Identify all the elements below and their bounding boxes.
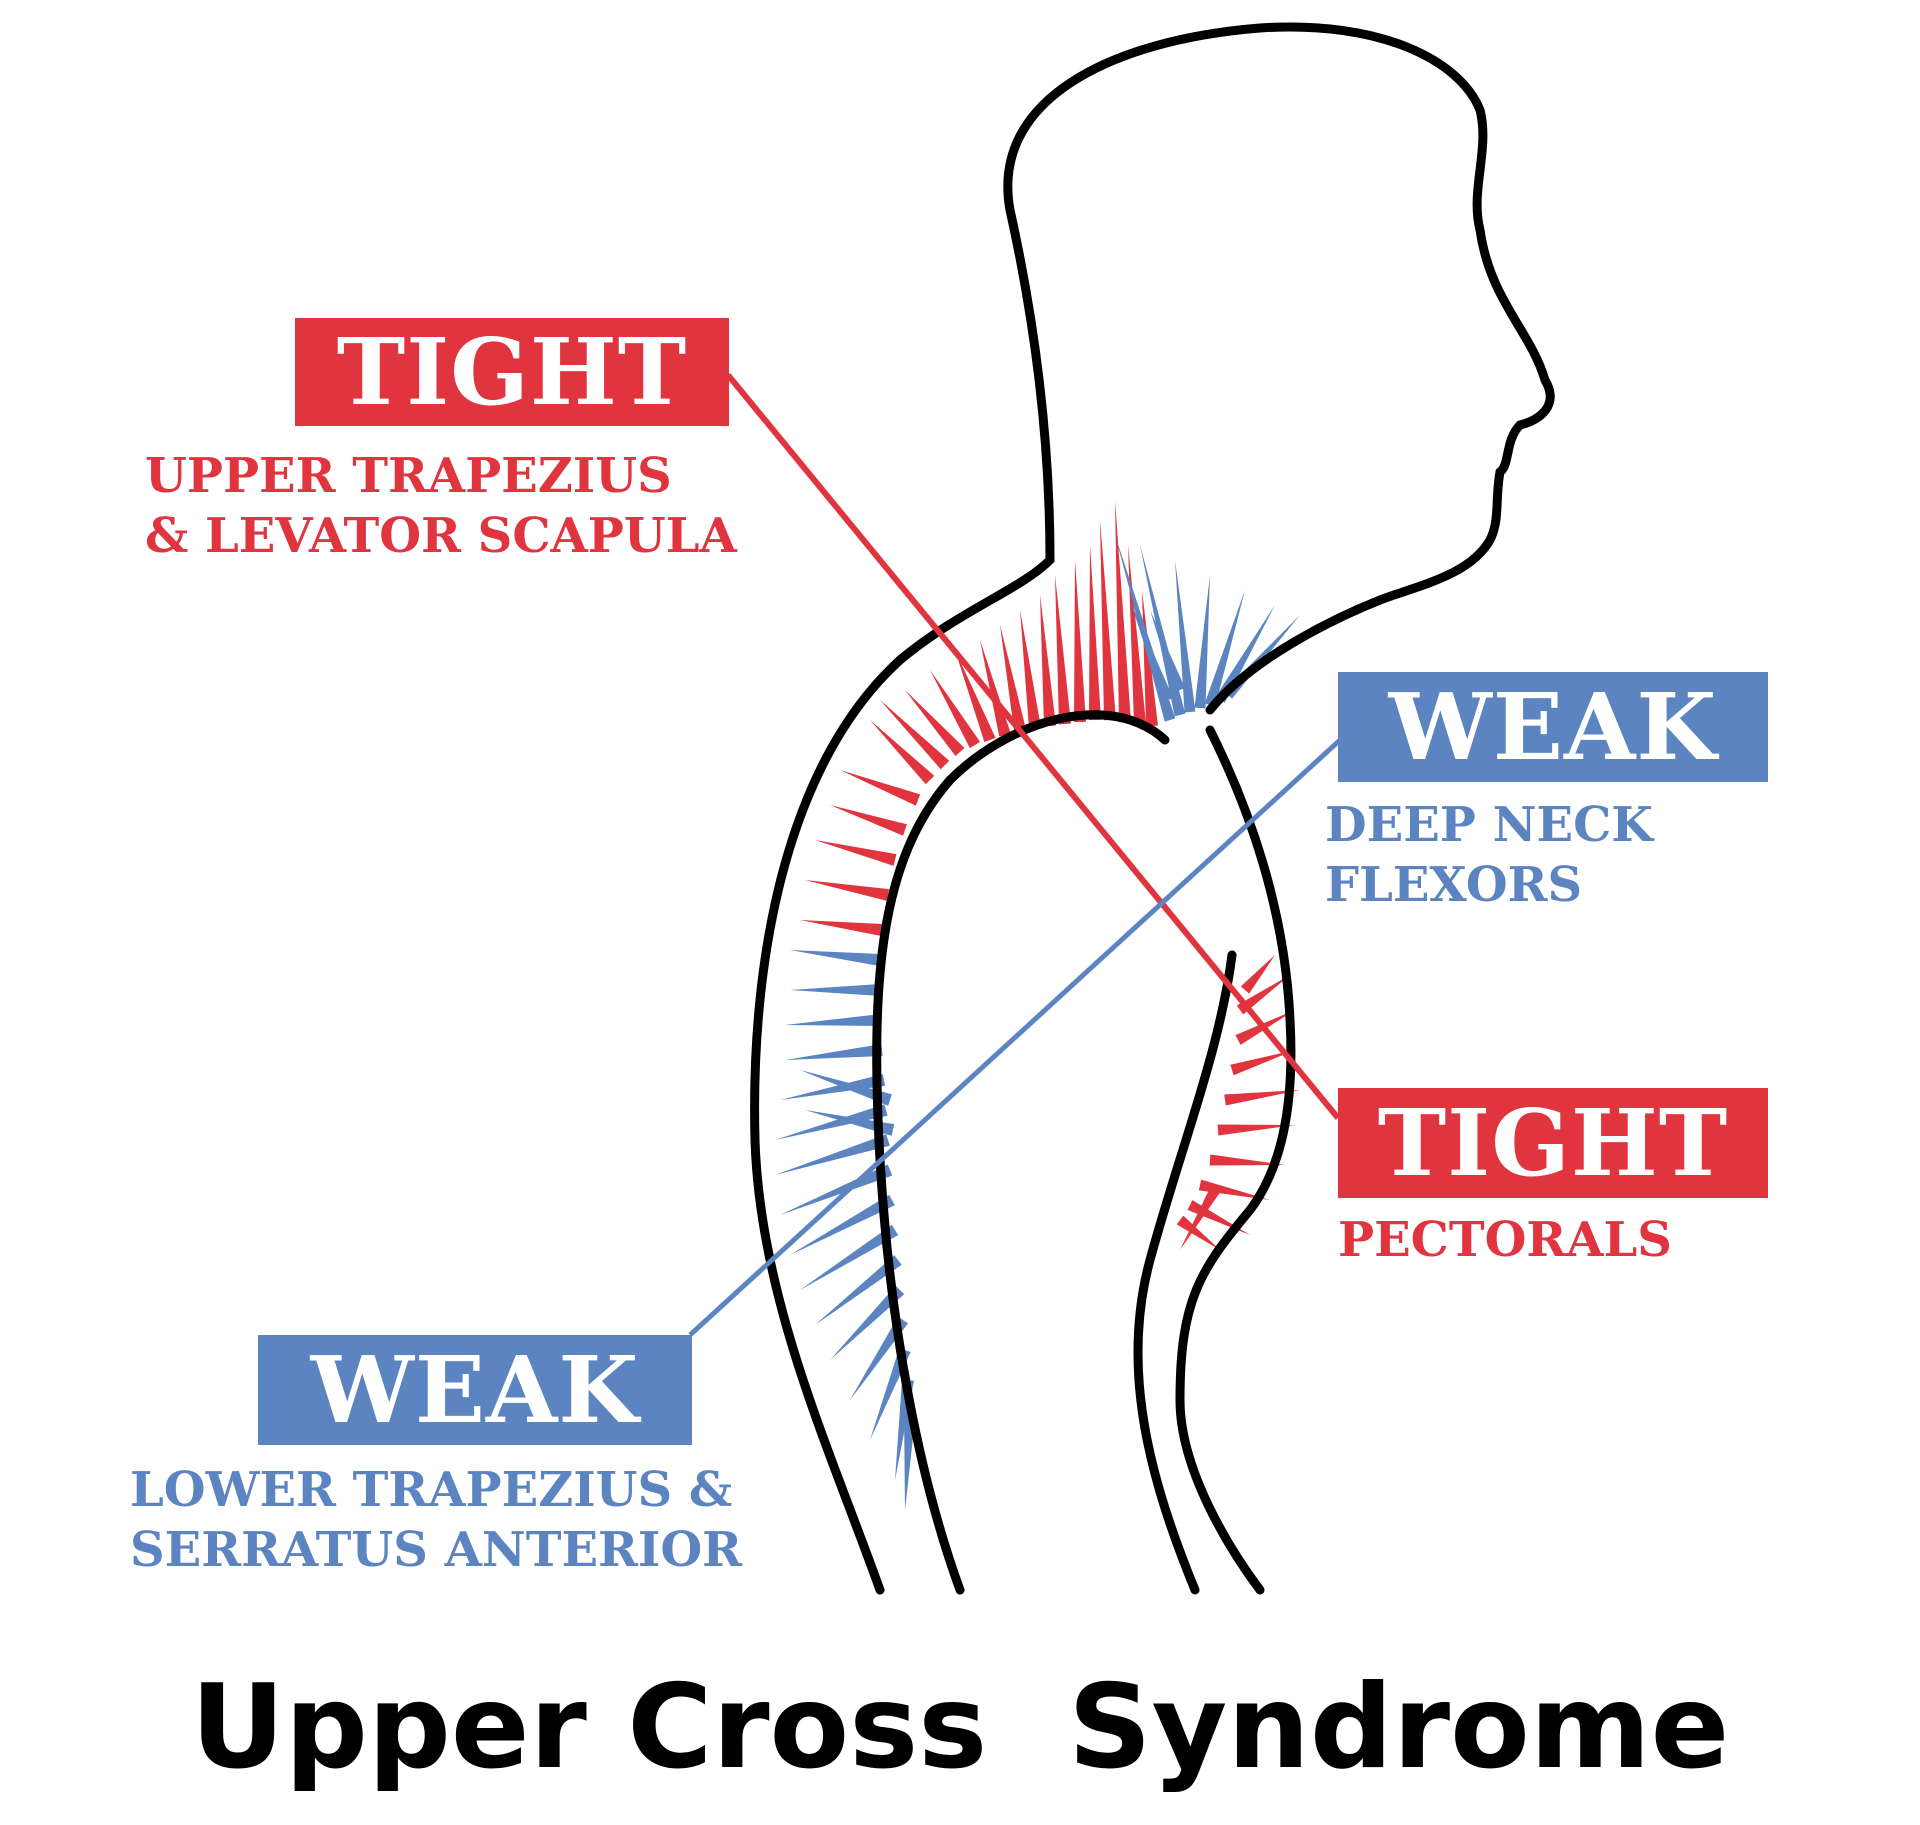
tight-pectorals-description: PECTORALS (1338, 1210, 1672, 1270)
red-stroke (1020, 610, 1041, 729)
tight-upper-leader-line (725, 373, 1341, 1120)
tight-upper-badge: TIGHT (295, 318, 729, 426)
red-stroke (1176, 1215, 1220, 1250)
blue-stroke (1150, 610, 1186, 692)
blue-stroke (800, 1070, 892, 1106)
blue-stroke (1130, 600, 1174, 702)
head-and-back-outline (750, 22, 1555, 1595)
blue-stroke (1175, 560, 1196, 713)
blue-stroke (790, 950, 881, 966)
red-stroke (930, 670, 981, 749)
weak-neck-line1: DEEP NECK (1325, 797, 1653, 853)
red-stroke (815, 840, 897, 866)
red-stroke (905, 690, 965, 756)
red-stroke (880, 700, 950, 770)
weak-neck-badge-text: WEAK (1388, 673, 1718, 781)
red-stroke (1000, 625, 1026, 732)
red-stroke (1089, 545, 1101, 721)
blue-stroke (1194, 575, 1210, 709)
blue-stroke (815, 1255, 902, 1325)
weak-lower-description: LOWER TRAPEZIUS & SERRATUS ANTERIOR (130, 1460, 742, 1580)
red-stroke (1055, 575, 1071, 725)
blue-stroke (850, 1316, 909, 1400)
red-stroke (1236, 975, 1290, 1015)
red-stroke (1040, 595, 1056, 727)
red-stroke (1217, 1124, 1295, 1136)
upper-trapezius-strokes (800, 500, 1158, 936)
blue-stroke (785, 1014, 882, 1026)
tight-upper-description: UPPER TRAPEZIUS & LEVATOR SCAPULA (145, 446, 737, 566)
tight-upper-line2: & LEVATOR SCAPULA (145, 508, 737, 564)
red-stroke (1180, 1187, 1220, 1250)
blue-stroke (775, 1104, 888, 1140)
arm-outline-back (872, 710, 1170, 1595)
weak-lower-badge-text: WEAK (310, 1336, 640, 1444)
blue-stroke (780, 1074, 886, 1100)
red-stroke (805, 880, 890, 901)
weak-neck-badge: WEAK (1338, 672, 1768, 782)
weak-lower-line2: SERRATUS ANTERIOR (130, 1522, 743, 1578)
red-stroke (1100, 520, 1116, 721)
blue-stroke (805, 1110, 895, 1136)
red-stroke (870, 720, 935, 785)
blue-stroke (1215, 605, 1275, 703)
red-stroke (1115, 500, 1131, 723)
red-stroke (840, 770, 921, 806)
weak-neck-leader-line (688, 738, 1342, 1337)
tight-pectorals-badge-text: TIGHT (1377, 1089, 1729, 1197)
tight-pectorals-line1: PECTORALS (1338, 1212, 1672, 1268)
arm-outline-front (1133, 950, 1237, 1595)
tight-upper-badge-text: TIGHT (336, 318, 688, 426)
blue-stroke (800, 1224, 899, 1290)
front-chest-outline (1175, 725, 1296, 1595)
weak-neck-description: DEEP NECK FLEXORS (1325, 795, 1653, 915)
lower-trapezius-strokes (775, 950, 916, 1510)
blue-stroke (1204, 590, 1245, 707)
weak-lower-line1: LOWER TRAPEZIUS & (130, 1462, 733, 1518)
weak-neck-line2: FLEXORS (1325, 857, 1583, 913)
red-stroke (1240, 955, 1275, 994)
tight-upper-line1: UPPER TRAPEZIUS (145, 448, 672, 504)
red-stroke (1198, 1179, 1270, 1200)
tight-pectorals-badge: TIGHT (1338, 1088, 1768, 1198)
weak-lower-badge: WEAK (258, 1335, 692, 1445)
red-stroke (1230, 1050, 1295, 1076)
red-stroke (1209, 1154, 1285, 1166)
blue-stroke (790, 1194, 895, 1255)
red-stroke (1224, 1090, 1300, 1106)
blue-stroke (775, 1134, 890, 1175)
blue-stroke (790, 984, 880, 996)
blue-stroke (830, 1285, 905, 1360)
blue-stroke (785, 1044, 883, 1060)
red-stroke (830, 805, 907, 836)
red-stroke (955, 650, 996, 743)
diagram-caption: Upper Cross Syndrome (190, 1660, 1730, 1795)
red-stroke (1074, 560, 1086, 723)
deep-neck-flexors-strokes (1115, 535, 1300, 722)
red-stroke (800, 920, 883, 936)
